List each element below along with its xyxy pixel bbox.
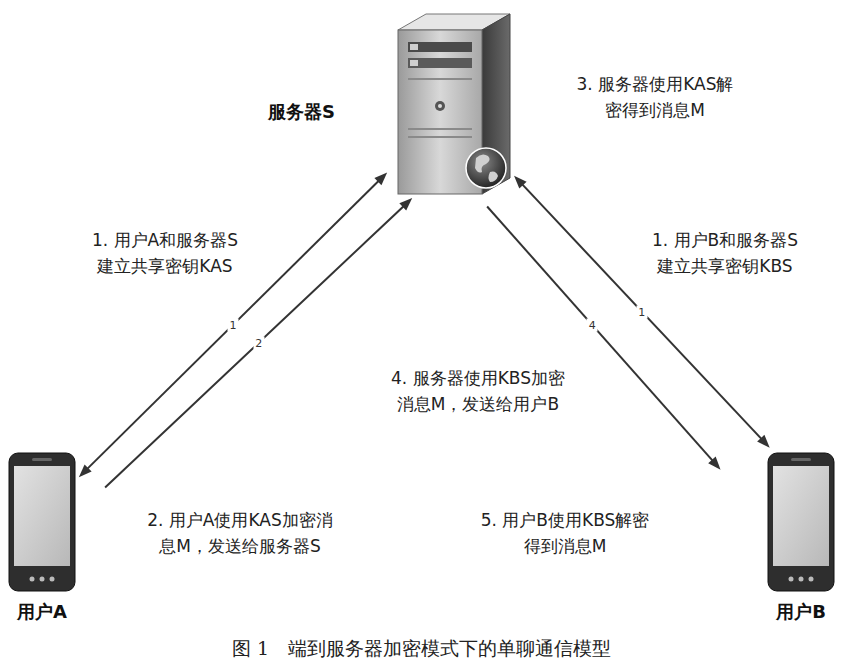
server-node: 服务器S: [390, 8, 512, 196]
connector-line: [86, 180, 380, 471]
arrow-head: [374, 172, 387, 185]
callout-number: 1: [228, 318, 239, 331]
callout-number: 1: [636, 305, 647, 318]
callout-number: 2: [253, 336, 264, 349]
server-illustration: [390, 8, 512, 196]
node-label: 用户B: [776, 600, 826, 624]
step-note: 4. 服务器使用KBS加密 消息M，发送给用户B: [368, 366, 588, 417]
callout-number: 4: [587, 318, 598, 331]
step-note: 3. 服务器使用KAS解 密得到消息M: [545, 72, 765, 123]
arrow-head: [708, 457, 720, 470]
phone-node: 用户B: [767, 452, 835, 592]
figure-caption: 图 1 端到服务器加密模式下的单聊通信模型: [0, 636, 843, 662]
step-note: 5. 用户B使用KBS解密 得到消息M: [455, 508, 675, 559]
step-note: 2. 用户A使用KAS加密消 息M，发送给服务器S: [130, 508, 350, 559]
phone-illustration: [8, 452, 76, 592]
phone-node: 用户A: [8, 452, 76, 592]
arrow-head: [514, 176, 527, 189]
step-note: 1. 用户B和服务器S 建立共享密钥KBS: [615, 228, 835, 279]
message-arrow: [79, 172, 387, 477]
arrow-head: [399, 198, 412, 211]
step-note: 1. 用户A和服务器S 建立共享密钥KAS: [55, 228, 275, 279]
arrow-head: [79, 464, 92, 477]
node-label: 服务器S: [268, 100, 335, 124]
node-label: 用户A: [17, 600, 67, 624]
phone-illustration: [767, 452, 835, 592]
arrow-head: [757, 435, 770, 448]
